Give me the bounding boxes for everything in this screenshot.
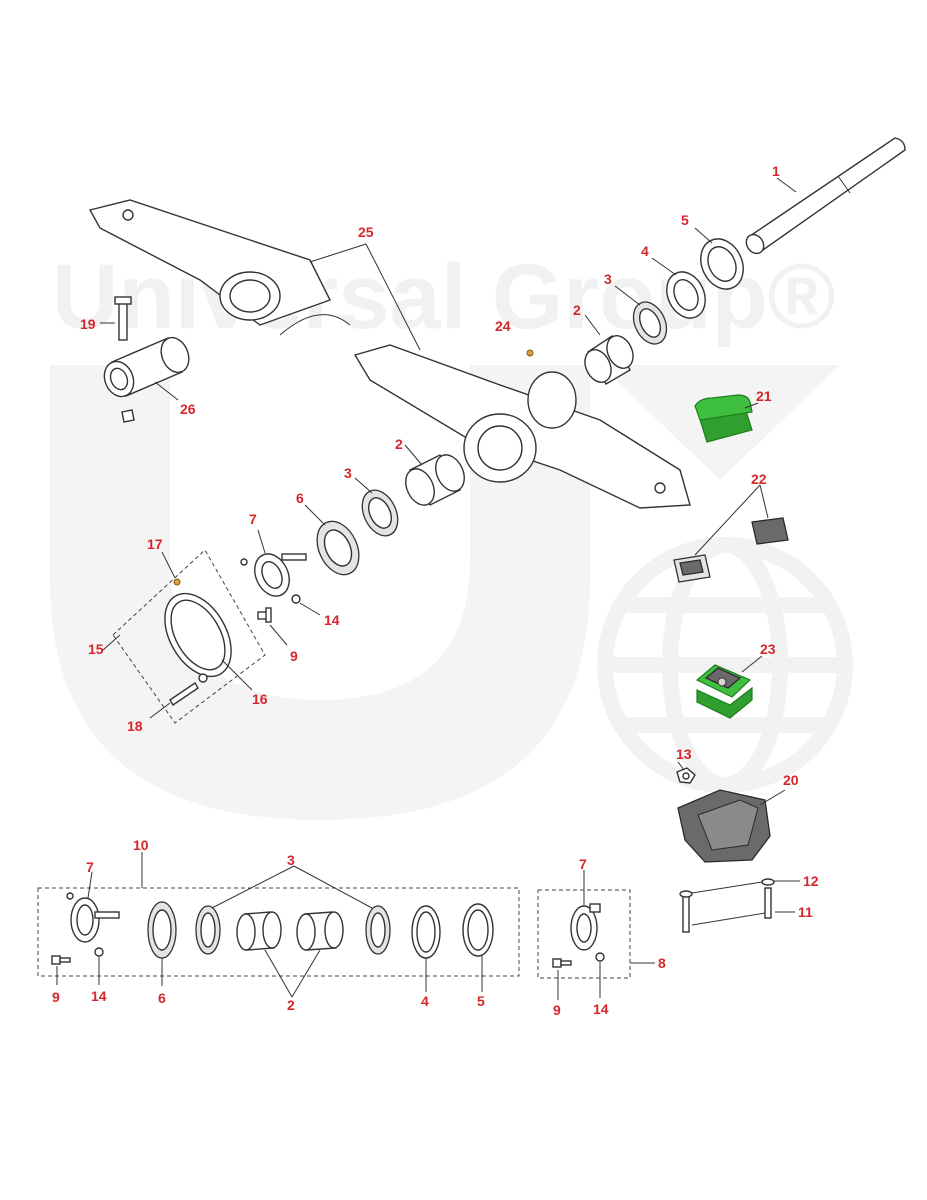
watermark-globe-icon [597,537,853,793]
callout-14-kit: 14 [91,988,107,1004]
part-9-kit-bolt [51,955,71,985]
callout-25: 25 [358,224,374,240]
callout-23: 23 [760,641,776,657]
callout-14-middle: 14 [324,612,340,628]
callout-17: 17 [147,536,163,552]
callout-7-small-kit: 7 [579,856,587,872]
callout-8: 8 [658,955,666,971]
callout-18: 18 [127,718,143,734]
part-3-kit-thrust-ring-right [211,865,391,955]
callout-4-upper: 4 [641,243,649,259]
part-11-bolt-pair [679,887,795,933]
callout-16: 16 [252,691,268,707]
callout-labels: 1 5 4 3 2 25 24 19 26 21 2 3 22 6 7 17 1… [52,163,819,1018]
callout-19: 19 [80,316,96,332]
part-19-bolt [100,296,135,423]
callout-5-upper: 5 [681,212,689,228]
part-14-small-kit-washer [595,952,605,998]
part-9-middle-bolt [257,607,288,646]
part-16-hub-cover [164,592,253,691]
callout-3-middle: 3 [344,465,352,481]
part-3-upper-thrust-ring [614,285,668,345]
part-2-kit-bushings [236,911,344,998]
callout-21: 21 [756,388,772,404]
callout-2-middle: 2 [395,436,403,452]
callout-24: 24 [495,318,511,334]
callout-2-upper: 2 [573,302,581,318]
callout-20: 20 [783,772,799,788]
part-7-small-kit-clamp [570,870,601,951]
watermark: Universal Group® [50,246,853,820]
callout-4-kit: 4 [421,993,429,1009]
part-3-kit-thrust-ring-left [195,905,221,955]
callout-14-small-kit: 14 [593,1001,609,1017]
part-4-upper-washer [651,257,706,319]
callout-9-middle: 9 [290,648,298,664]
part-9-small-kit-bolt [552,958,572,1000]
callout-7-middle: 7 [249,511,257,527]
part-25-equalizer-beam [88,199,691,509]
part-2-upper-bushing [584,314,634,385]
callout-26: 26 [180,401,196,417]
part-21-rubber-pad [694,394,759,443]
part-7-middle-clamp [240,529,307,597]
callout-3-kit: 3 [287,852,295,868]
callout-5-kit: 5 [477,993,485,1009]
callout-3-upper: 3 [604,271,612,287]
part-6-kit-retainer [147,901,177,986]
part-17-plug [161,551,181,586]
part-12-washer-pair [691,878,800,894]
callout-12: 12 [803,873,819,889]
callout-9-kit: 9 [52,989,60,1005]
callout-9-small-kit: 9 [553,1002,561,1018]
callout-6-middle: 6 [296,490,304,506]
callout-22: 22 [751,471,767,487]
part-6-middle-retainer [304,504,360,576]
callout-2-kit: 2 [287,997,295,1013]
callout-10: 10 [133,837,149,853]
part-20-saddle-bracket [677,789,786,863]
part-22-wear-pads [673,484,789,583]
part-14-middle-washer [291,594,321,616]
part-23-saddle-cap [695,655,763,719]
callout-13: 13 [676,746,692,762]
part-24-grease-fitting [526,349,534,357]
part-4-kit-washer [411,905,441,992]
callout-11: 11 [798,904,813,920]
part-3-middle-thrust-ring [354,477,399,537]
callout-1: 1 [772,163,780,179]
callout-15: 15 [88,641,104,657]
group-15-cover-assembly [102,549,266,724]
part-26-sleeve [103,336,190,401]
part-14-kit-washer [94,947,104,985]
part-5-kit-seal [462,903,494,992]
group-10-kit [37,852,520,977]
part-1-axle-shaft [745,137,906,255]
callout-6-kit: 6 [158,990,166,1006]
part-13-nut [676,761,696,784]
part-5-upper-seal [694,227,744,290]
part-7-kit-clamp [66,871,120,943]
part-2-middle-bushing [404,444,465,506]
callout-7-kit: 7 [86,859,94,875]
part-18-cover-bolt [149,673,208,719]
watermark-u-shape [50,365,590,820]
